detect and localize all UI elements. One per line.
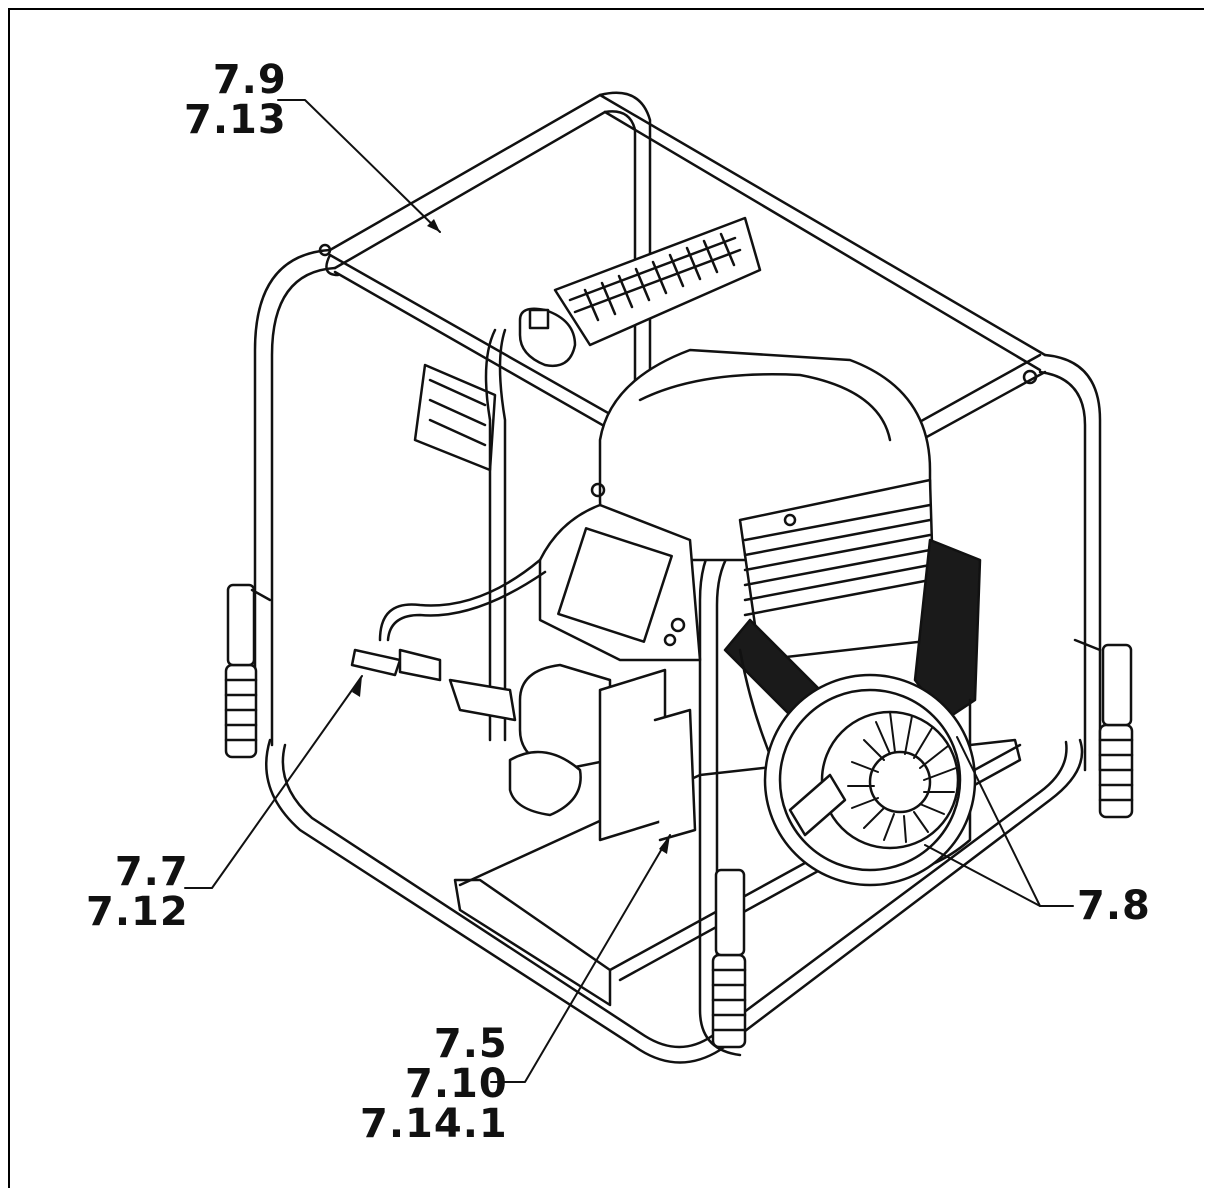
recoil-starter bbox=[763, 673, 977, 887]
leader-7-8-b bbox=[924, 844, 1041, 907]
leader-7-10 bbox=[490, 834, 671, 1083]
arrowhead-7-9 bbox=[427, 219, 440, 232]
callout-label: 7.7 bbox=[114, 849, 189, 895]
leader-7-7 bbox=[184, 675, 363, 889]
callout-label: 7.5 bbox=[433, 1021, 508, 1067]
callout-left: 7.7 7.12 bbox=[86, 852, 189, 932]
leader-arrowheads bbox=[352, 219, 670, 854]
callout-right: 7.8 bbox=[1077, 886, 1151, 926]
fuel-line bbox=[350, 328, 547, 742]
leader-lines bbox=[184, 99, 1074, 1083]
rubber-feet bbox=[224, 583, 1134, 1049]
callout-label: 7.14.1 bbox=[360, 1101, 508, 1147]
arrowhead-7-10 bbox=[659, 835, 670, 854]
drawing-border bbox=[8, 8, 1204, 1188]
callout-top-left: 7.9 7.13 bbox=[184, 60, 287, 140]
engine-body bbox=[508, 348, 937, 842]
arrowhead-7-7 bbox=[352, 676, 362, 697]
leader-7-9 bbox=[277, 99, 441, 233]
callout-label: 7.10 bbox=[405, 1061, 508, 1107]
callout-bottom: 7.5 7.10 7.14.1 bbox=[360, 1024, 508, 1144]
muffler-shield bbox=[413, 216, 762, 472]
callout-label: 7.9 bbox=[212, 57, 287, 103]
callout-label: 7.8 bbox=[1077, 883, 1151, 929]
frame-details bbox=[250, 243, 1102, 652]
callout-label: 7.13 bbox=[184, 97, 287, 143]
callout-label: 7.12 bbox=[86, 889, 189, 935]
